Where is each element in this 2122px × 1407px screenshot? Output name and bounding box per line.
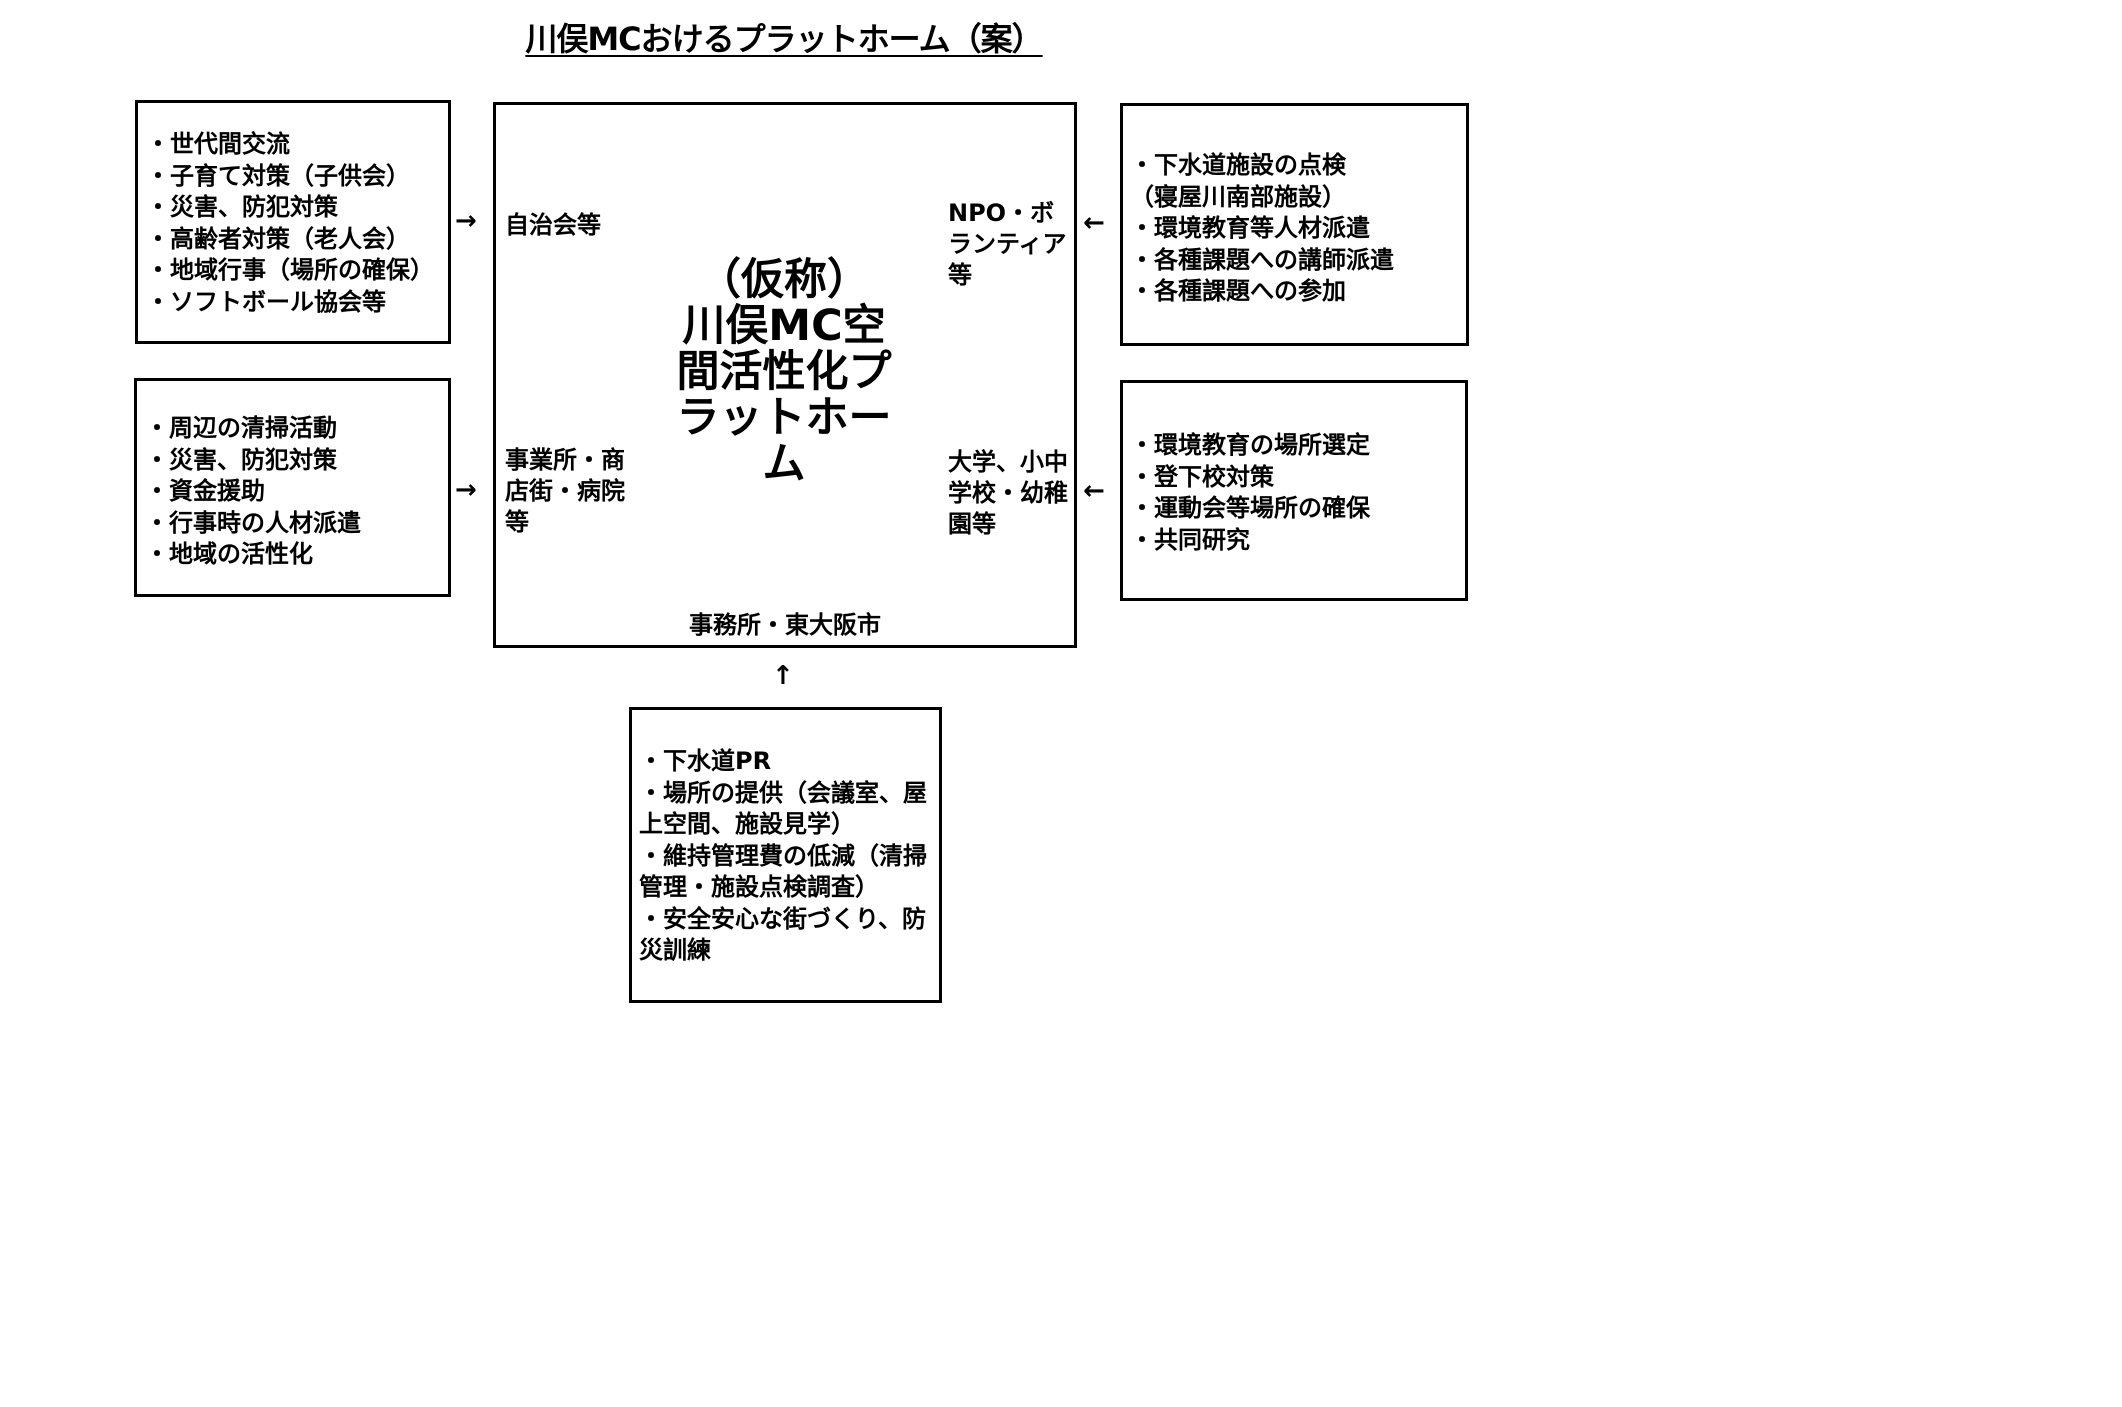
box-bottom-list: ・下水道PR ・場所の提供（会議室、屋上空間、施設見学） ・維持管理費の低減（清…	[639, 746, 935, 967]
org-daigaku-label: 大学、小中学校・幼稚園等	[948, 448, 1068, 538]
arrow-left-icon: ←	[1083, 476, 1105, 506]
list-item: ・各種課題への講師派遣	[1130, 245, 1394, 274]
list-item: ・災害、防犯対策	[146, 193, 338, 221]
list-item: ・高齢者対策（老人会）	[146, 224, 410, 253]
box-bottom: ・下水道PR ・場所の提供（会議室、屋上空間、施設見学） ・維持管理費の低減（清…	[629, 707, 942, 1003]
box-mid-left: ・周辺の清掃活動 ・災害、防犯対策 ・資金援助 ・行事時の人材派遣 ・地域の活性…	[134, 378, 451, 597]
org-jigyousho-label: 事業所・商店街・病院等	[505, 446, 625, 536]
arrow-left-icon: ←	[1083, 208, 1105, 238]
box-mid-right-list: ・環境教育の場所選定 ・登下校対策 ・運動会等場所の確保 ・共同研究	[1130, 430, 1465, 556]
box-mid-left-list: ・周辺の清掃活動 ・災害、防犯対策 ・資金援助 ・行事時の人材派遣 ・地域の活性…	[145, 413, 448, 571]
list-item: ・周辺の清掃活動	[145, 414, 337, 442]
box-top-right: ・下水道施設の点検 （寝屋川南部施設） ・環境教育等人材派遣 ・各種課題への講師…	[1120, 103, 1469, 346]
platform-title-line: ラットホーム	[676, 393, 892, 489]
platform-box: 自治会等 事業所・商店街・病院等 NPO・ボランティア等 大学、小中学校・幼稚園…	[493, 102, 1077, 648]
list-item: ・ソフトボール協会等	[146, 287, 386, 316]
box-top-left-list: ・世代間交流 ・子育て対策（子供会） ・災害、防犯対策 ・高齢者対策（老人会） …	[146, 129, 448, 318]
list-item: ・地域行事（場所の確保）	[146, 256, 434, 284]
list-item: ・下水道施設の点検	[1130, 151, 1346, 179]
list-item: ・環境教育の場所選定	[1130, 431, 1370, 459]
list-item: ・各種課題への参加	[1130, 277, 1346, 305]
box-top-right-list: ・下水道施設の点検 （寝屋川南部施設） ・環境教育等人材派遣 ・各種課題への講師…	[1130, 150, 1466, 308]
list-item: ・安全安心な街づくり、防災訓練	[639, 904, 927, 965]
list-item: ・維持管理費の低減（清掃管理・施設点検調査）	[639, 841, 927, 902]
box-top-left: ・世代間交流 ・子育て対策（子供会） ・災害、防犯対策 ・高齢者対策（老人会） …	[135, 100, 451, 344]
list-item: ・共同研究	[1130, 525, 1250, 554]
list-item: ・下水道PR	[639, 747, 772, 775]
list-item: ・地域の活性化	[145, 540, 313, 568]
arrow-right-icon: →	[455, 206, 477, 236]
box-mid-right: ・環境教育の場所選定 ・登下校対策 ・運動会等場所の確保 ・共同研究	[1120, 380, 1468, 601]
platform-title-line: 間活性化プ	[676, 347, 892, 397]
list-item: ・環境教育等人材派遣	[1130, 214, 1370, 242]
list-item: （寝屋川南部施設）	[1130, 182, 1346, 211]
page-title: 川俣MCおけるプラットホーム（案）	[0, 14, 1568, 60]
platform-title-line: （仮称）	[698, 255, 870, 305]
platform-title: （仮称） 川俣MC空 間活性化プ ラットホーム	[664, 257, 904, 487]
list-item: ・資金援助	[145, 477, 265, 505]
arrow-right-icon: →	[455, 475, 477, 505]
list-item: ・登下校対策	[1130, 462, 1274, 491]
platform-title-line: 川俣MC空	[682, 301, 886, 351]
list-item: ・場所の提供（会議室、屋上空間、施設見学）	[639, 778, 927, 839]
org-jimusho-label: 事務所・東大阪市	[689, 611, 881, 639]
page-title-text: 川俣MCおけるプラットホーム（案）	[525, 20, 1043, 58]
list-item: ・行事時の人材派遣	[145, 508, 361, 537]
org-npo-label: NPO・ボランティア等	[948, 199, 1067, 289]
list-item: ・災害、防犯対策	[145, 445, 337, 474]
org-jichikai-label: 自治会等	[505, 211, 601, 239]
list-item: ・運動会等場所の確保	[1130, 494, 1370, 522]
list-item: ・世代間交流	[146, 130, 290, 158]
list-item: ・子育て対策（子供会）	[146, 161, 410, 190]
arrow-up-icon: ↑	[772, 661, 794, 691]
